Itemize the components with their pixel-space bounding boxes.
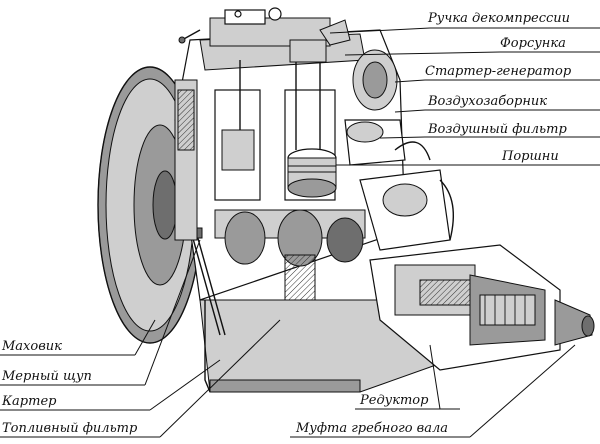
coupling-drawing — [554, 299, 595, 346]
label-air-filter: Воздушный фильтр — [428, 122, 567, 137]
mount-bracket-drawing — [174, 79, 198, 241]
label-air-intake: Воздухозаборник — [428, 94, 548, 109]
label-crankcase: Картер — [2, 394, 57, 409]
label-flywheel: Маховик — [2, 339, 62, 354]
cylinders-drawing — [214, 39, 337, 201]
starter-generator-drawing — [344, 49, 406, 166]
label-starter-generator: Стартер-генератор — [425, 64, 572, 79]
fuel-pump-drawing — [359, 141, 455, 251]
label-injector: Форсунка — [500, 36, 566, 51]
label-fuel-filter: Топливный фильтр — [2, 421, 138, 436]
gearbox-drawing — [369, 244, 561, 371]
leader-lines — [0, 27, 600, 438]
label-gearbox: Редуктор — [360, 393, 429, 408]
label-dipstick: Мерный щуп — [2, 369, 92, 384]
label-pistons: Поршни — [502, 149, 559, 164]
crankshaft-drawing — [214, 209, 366, 301]
label-decompression-handle: Ручка декомпрессии — [428, 11, 571, 26]
label-propeller-shaft-coupling: Муфта гребного вала — [296, 421, 449, 436]
